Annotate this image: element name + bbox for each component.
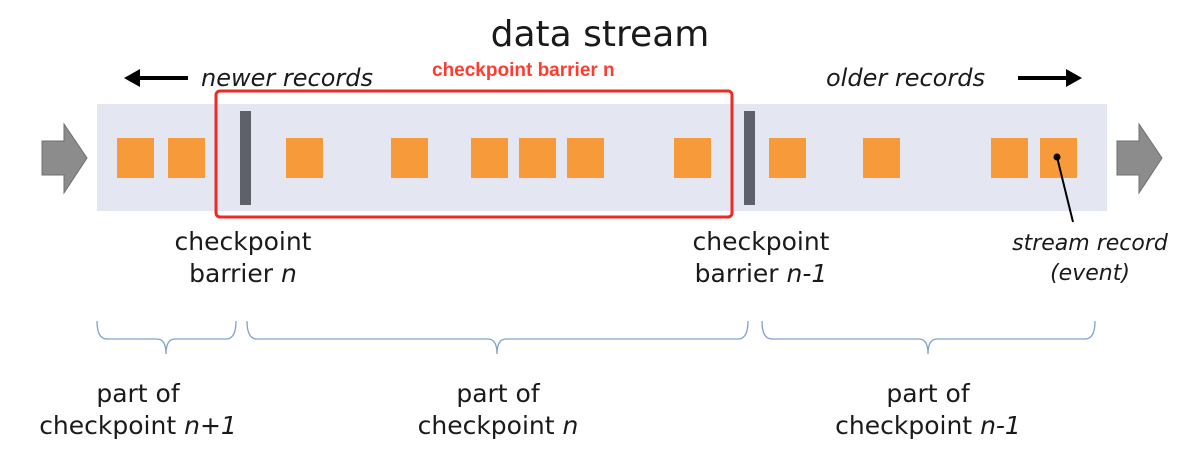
older-records-label: older records [826,64,985,92]
barrier-n-1-label-line2: barrier n-1 [694,259,828,288]
older-direction-arrow-icon [1018,69,1082,87]
part-of-checkpoint-n-label: part of checkpoint n [417,379,579,440]
barrier-n-1-label-line1: checkpoint [692,227,830,256]
brace-n-plus-1 [96,320,237,355]
highlight-box [214,89,734,219]
barrier-n-label-line1: checkpoint [174,227,312,256]
brace-n [246,320,749,355]
stream-record [471,138,508,178]
stream-record-pointer [1053,153,1074,223]
stream-record [674,138,711,178]
stream-record [286,138,323,178]
stream-record [168,138,205,178]
stream-record [769,138,806,178]
diagram-title: data stream [490,14,710,55]
part-of-checkpoint-n-plus-1-label: part of checkpoint n+1 [39,379,237,440]
stream-record-label-line1: stream record [1012,231,1168,256]
part-of-checkpoint-n-1-label: part of checkpoint n-1 [835,379,1021,440]
stream-record-label: stream record (event) [990,229,1190,289]
barrier-n-1-label: checkpoint barrier n-1 [650,226,872,290]
brace-n-minus-1 [761,320,1096,355]
input-arrow-icon [41,122,88,195]
output-arrow-icon [1116,122,1163,195]
stream-record [991,138,1028,178]
stream-record [863,138,900,178]
newer-records-label: newer records [201,64,373,92]
barrier-n-label: checkpoint barrier n [133,226,353,290]
stream-record [567,138,604,178]
checkpoint-barrier-n-1 [744,111,755,205]
checkpoint-barrier-n [240,111,251,205]
stream-record [117,138,154,178]
stream-record [391,138,428,178]
stream-record [519,138,556,178]
braces [96,320,1096,355]
stream-record-label-line2: (event) [1050,261,1130,286]
highlight-annotation: checkpoint barrier n [432,60,615,81]
barrier-n-label-line2: barrier n [189,259,297,288]
newer-direction-arrow-icon [124,69,188,87]
